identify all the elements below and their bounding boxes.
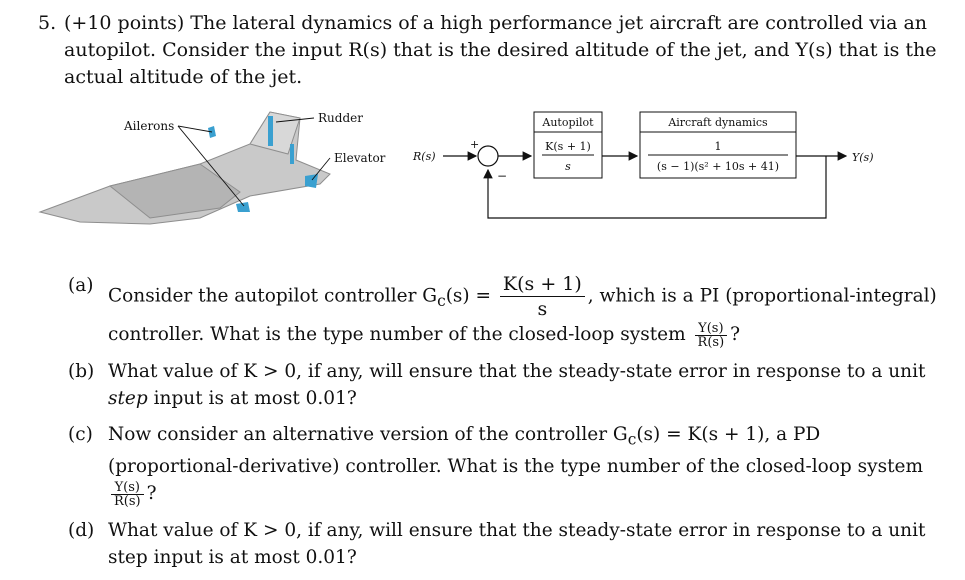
ailerons-leader [177,125,213,133]
part-b: (b) What value of K > 0, if any, will en… [68,358,948,412]
part-c-text-pre: Now consider an alternative version of t… [108,423,628,445]
sum-minus-sign: − [497,169,507,183]
rudder-surface-right [290,144,294,164]
ailerons-label: Ailerons [123,119,174,133]
subquestions: (a) Consider the autopilot controller Gc… [68,272,948,580]
pi-controller-fraction: K(s + 1) s [499,272,585,321]
tf-denominator-c: R(s) [114,493,141,509]
aircraft-illustration [38,111,331,225]
part-a-text-pre: Consider the autopilot controller G [108,285,438,307]
part-d: (d) What value of K > 0, if any, will en… [68,517,948,571]
sum-plus-sign: + [470,138,479,151]
ailerons-leader-2 [177,125,245,207]
part-c-eq: (s) = K(s + 1), a PD (proportional-deriv… [108,423,923,478]
pi-denominator: s [537,298,548,320]
part-c-label: (c) [68,423,93,445]
rudder-leader [275,117,315,123]
part-a-label: (a) [68,275,94,296]
part-c: (c) Now consider an alternative version … [68,421,948,508]
plant-block [639,111,797,179]
elevator-leader [311,157,331,181]
problem-intro: (+10 points) The lateral dynamics of a h… [64,12,937,88]
part-d-label: (d) [68,519,95,541]
feedback-path [483,156,827,219]
part-a-end: ? [730,324,741,345]
elevator-label: Elevator [334,151,386,165]
rudder-label: Rudder [318,111,363,125]
input-label: R(s) [412,150,436,163]
plant-title: Aircraft dynamics [667,116,768,129]
problem-statement: 5. (+10 points) The lateral dynamics of … [38,10,938,91]
pi-numerator: K(s + 1) [499,272,585,297]
part-d-text: What value of K > 0, if any, will ensure… [108,519,926,568]
part-a: (a) Consider the autopilot controller Gc… [68,272,948,349]
part-b-text-post: input is at most 0.01? [153,387,357,409]
figure: Ailerons Rudder Elevator R(s) + − Autopi… [0,100,965,270]
rudder-surface [268,116,273,146]
part-c-end: ? [146,483,157,505]
summing-junction [477,145,499,167]
closed-loop-tf-fraction: Y(s) R(s) [694,322,728,350]
part-a-eq: (s) = [445,285,492,307]
elevator-surface [305,174,318,188]
autopilot-block [533,111,603,179]
part-b-text-pre: What value of K > 0, if any, will ensure… [108,360,926,382]
aircraft-wing [108,163,241,219]
part-b-label: (b) [68,360,95,382]
plant-numerator: 1 [715,140,722,153]
closed-loop-tf-fraction-c: Y(s) R(s) [111,481,144,508]
part-c-subscript: c [627,430,637,449]
aileron-surface [236,202,250,212]
part-a-subscript: c [437,292,446,311]
aircraft-tail-fin [249,111,301,155]
plant-denominator: (s − 1)(s² + 10s + 41) [657,160,779,173]
autopilot-numerator: K(s + 1) [545,140,591,153]
output-label: Y(s) [852,151,874,164]
autopilot-denominator: s [565,160,571,173]
part-a-text-post: , which is a PI (proportional-integral) … [108,285,937,346]
figure-svg: Ailerons Rudder Elevator R(s) + − Autopi… [38,111,874,225]
tf-numerator: Y(s) [694,322,728,336]
tf-denominator: R(s) [697,334,725,350]
tf-numerator-c: Y(s) [111,481,144,495]
autopilot-title: Autopilot [541,116,594,129]
part-b-emphasis: step [108,387,148,409]
problem-number: 5. [38,12,57,34]
